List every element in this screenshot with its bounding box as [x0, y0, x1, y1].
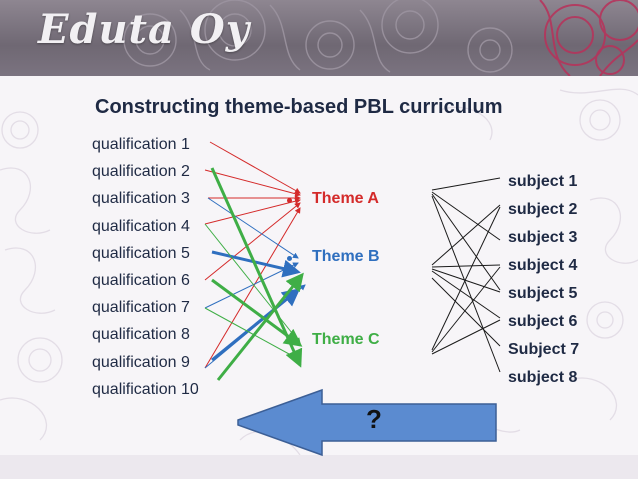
link-q1-theme-a [209, 141, 301, 194]
link-theme-b-subject-5 [431, 268, 501, 293]
subject-item: Subject 7 [508, 341, 580, 358]
qualification-item: qualification 10 [92, 380, 199, 398]
subject-item: subject 8 [508, 369, 578, 386]
qualification-list: qualification 1 qualification 2 qualific… [92, 131, 199, 403]
subject-item: subject 5 [508, 285, 578, 302]
qualification-item: qualification 1 [92, 136, 190, 153]
link-q4-theme-c [204, 223, 301, 344]
theme-a-label: Theme A [312, 190, 379, 207]
link-theme-b-subject-6 [431, 270, 501, 319]
link-theme-c-subject-6 [431, 319, 501, 355]
link-theme-b-subject-4 [431, 264, 501, 268]
qualification-item: qualification 9 [92, 353, 190, 371]
link-theme-a-subject-5 [431, 193, 501, 291]
qualification-item: qualification 4 [92, 217, 190, 235]
link-theme-c-subject-2 [431, 206, 501, 351]
header-banner: Eduta Oy [0, 0, 638, 76]
subject-item: subject 3 [508, 229, 578, 246]
link-theme-b-subject-2 [431, 204, 501, 266]
subject-list: subject 1 subject 2 subject 3 subject 4 … [508, 168, 579, 392]
qualification-item: qualification 3 [92, 190, 190, 208]
link-theme-c-subject-4 [431, 266, 501, 353]
link-q6-theme-c-strong [211, 278, 303, 347]
link-theme-b-subject-7 [431, 277, 501, 347]
theme-a-bullet [287, 198, 292, 203]
subject-item: subject 6 [508, 313, 578, 330]
qualification-item: qualification 6 [92, 271, 190, 289]
link-q3-theme-b [207, 197, 299, 259]
link-q9-theme-a [204, 207, 301, 369]
theme-b-label: Theme B [312, 248, 380, 265]
qualification-item: qualification 7 [92, 299, 190, 317]
link-q6-theme-a [204, 202, 301, 281]
link-theme-a-subject-3 [431, 191, 501, 241]
link-theme-a-subject-8 [431, 195, 501, 373]
theme-c-label: Theme C [312, 331, 380, 348]
theme-c-bullet [287, 339, 292, 344]
link-q10-theme-c-strong [216, 272, 304, 381]
link-q2-theme-a [204, 169, 301, 197]
subject-item: subject 2 [508, 201, 578, 218]
link-theme-a-subject-1 [431, 177, 501, 191]
question-arrow-label: ? [366, 404, 382, 434]
link-q4-theme-a [204, 198, 301, 225]
qualification-item: qualification 8 [92, 326, 190, 344]
link-q7-theme-c [204, 307, 301, 361]
qualification-item: qualification 5 [92, 244, 190, 262]
subject-item: subject 4 [508, 257, 578, 274]
theme-b-bullet [287, 256, 292, 261]
link-q8-theme-b-strong [211, 288, 301, 362]
qualification-item: qualification 2 [92, 163, 190, 181]
slide-title: Constructing theme-based PBL curriculum [95, 96, 503, 118]
logo: Eduta Oy [38, 6, 250, 53]
bottom-strip [0, 455, 638, 479]
subject-item: subject 1 [508, 173, 578, 190]
banner-lace-decoration [123, 0, 638, 76]
